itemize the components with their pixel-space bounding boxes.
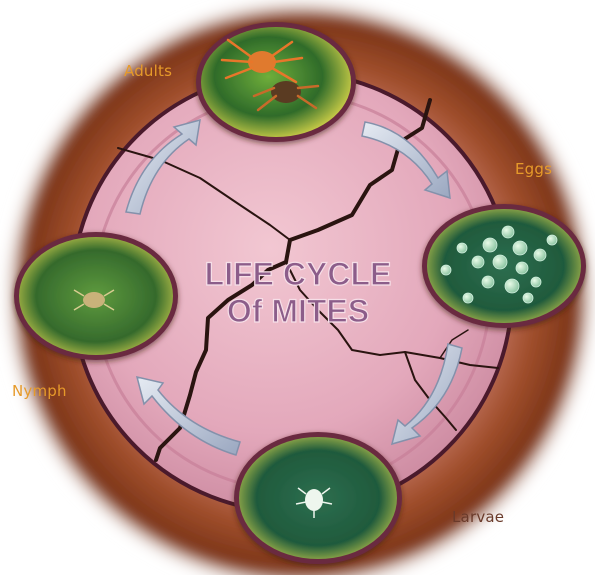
stage-eggs bbox=[422, 204, 586, 328]
title-line-2: Of MITES bbox=[227, 293, 369, 329]
adults-label: Adults bbox=[124, 62, 172, 80]
adults-photo bbox=[201, 27, 351, 137]
title-line-1: LIFE CYCLE bbox=[205, 256, 392, 292]
stage-nymph bbox=[14, 232, 178, 360]
title-block: LIFE CYCLE Of MITES bbox=[205, 256, 392, 329]
nymph-label: Nymph bbox=[12, 382, 67, 400]
stage-larvae bbox=[234, 432, 402, 564]
larvae-label: Larvae bbox=[452, 508, 504, 526]
stage-adults bbox=[196, 22, 356, 142]
eggs-label: Eggs bbox=[515, 160, 552, 178]
